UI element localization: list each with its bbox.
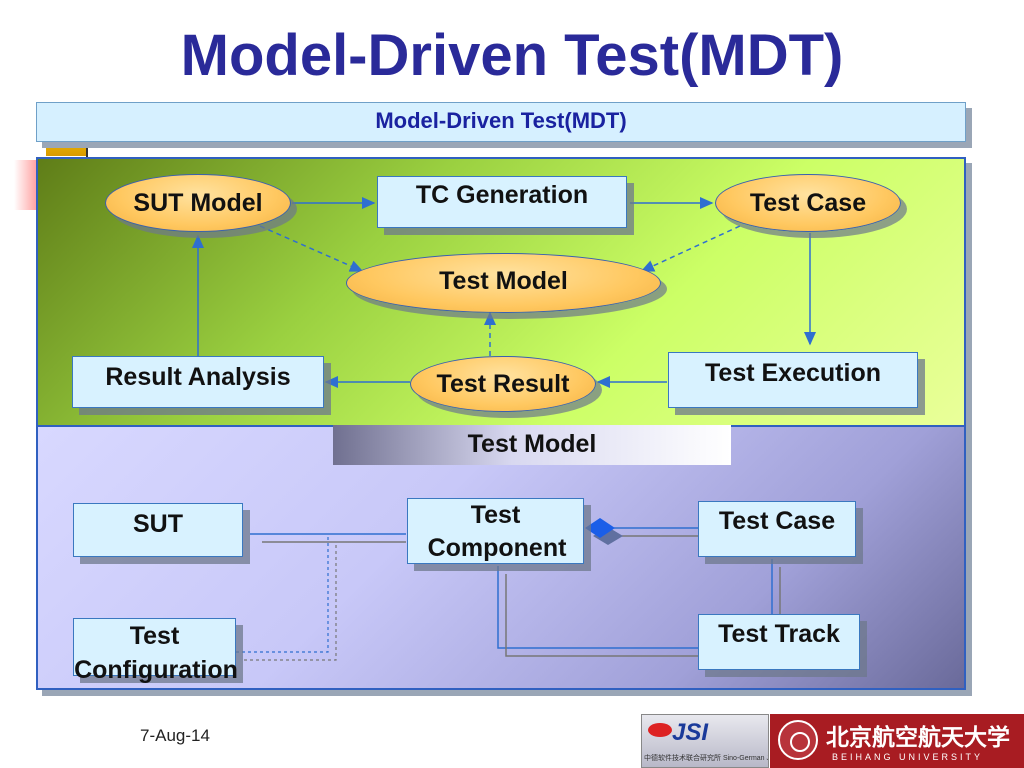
oval-test-case: Test Case — [715, 174, 901, 232]
oval-test-case-label: Test Case — [749, 189, 867, 217]
box-test-track: Test Track — [698, 614, 860, 670]
link-component-to-track-shadow — [505, 574, 698, 657]
box-tc-generation-label: TC Generation — [415, 181, 589, 209]
box-test-case: Test Case — [698, 501, 856, 557]
footer-date: 7-Aug-14 — [140, 726, 210, 745]
link-component-to-track — [497, 566, 698, 649]
jsi-logo: JSI 中德软件技术联合研究所 Sino-German Joint Softwa… — [641, 714, 769, 768]
beihang-logo: 北京航空航天大学 BEIHANG UNIVERSITY — [770, 714, 1024, 768]
header-bar: Model-Driven Test(MDT) — [36, 102, 966, 142]
box-sut-label: SUT — [133, 510, 183, 538]
beihang-seal-icon — [778, 720, 818, 760]
oval-sut-model-label: SUT Model — [133, 189, 263, 217]
dashed-testcase-to-testmodel — [640, 225, 741, 272]
box-test-component: Test Component — [407, 498, 584, 564]
box-test-configuration-line2: Configuration — [74, 656, 238, 684]
link-config-to-component-dashed-shadow — [244, 542, 337, 661]
oval-sut-model: SUT Model — [105, 174, 291, 232]
dashed-sut-to-testmodel — [259, 225, 364, 272]
aggregation-diamond — [585, 518, 615, 538]
section-label-test-model: Test Model — [333, 425, 731, 465]
jsi-logo-mark: JSI — [672, 719, 709, 746]
box-test-execution: Test Execution — [668, 352, 918, 408]
box-test-component-line1: Test — [470, 501, 521, 529]
beihang-logo-chinese: 北京航空航天大学 — [826, 724, 1010, 751]
link-config-to-component-dashed — [236, 534, 329, 653]
jsi-swoosh-icon — [648, 723, 672, 737]
box-result-analysis-label: Result Analysis — [105, 363, 291, 391]
box-test-component-line2: Component — [427, 534, 567, 562]
box-sut: SUT — [73, 503, 243, 557]
oval-test-result: Test Result — [410, 356, 596, 412]
box-test-configuration-line1: Test — [129, 622, 180, 650]
jsi-logo-subtitle: 中德软件技术联合研究所 Sino-German Joint Software I… — [644, 755, 768, 762]
oval-test-model: Test Model — [346, 253, 661, 313]
oval-test-result-label: Test Result — [436, 370, 570, 398]
slide-title: Model-Driven Test(MDT) — [180, 23, 844, 88]
box-test-execution-label: Test Execution — [705, 359, 881, 387]
box-tc-generation: TC Generation — [377, 176, 627, 228]
box-test-track-label: Test Track — [718, 620, 840, 648]
box-test-case-label: Test Case — [718, 507, 836, 535]
beihang-logo-english: BEIHANG UNIVERSITY — [832, 752, 984, 762]
oval-test-model-label: Test Model — [439, 267, 568, 295]
box-test-configuration: Test Configuration — [73, 618, 238, 684]
box-result-analysis: Result Analysis — [72, 356, 324, 408]
decorative-line — [86, 140, 88, 158]
